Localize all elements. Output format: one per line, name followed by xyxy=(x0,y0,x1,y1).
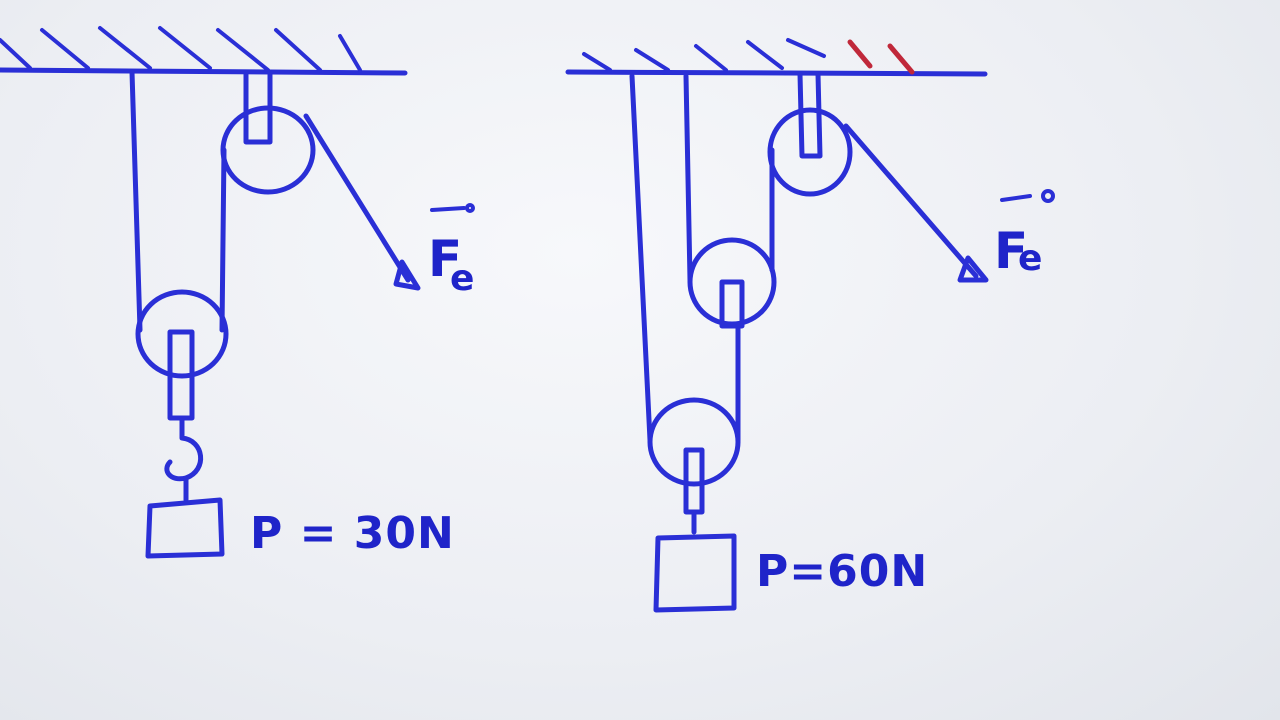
right-rope-pull xyxy=(843,123,979,279)
right-rope-anchor xyxy=(629,73,653,443)
right-force-arrowhead xyxy=(957,255,989,283)
left-vector-dot xyxy=(465,203,475,213)
right-weight-label: P=60N xyxy=(756,546,928,597)
right-lower-pulley-strap xyxy=(683,447,705,515)
right-upper-pulley-strap xyxy=(719,279,745,329)
left-force-label: F e xyxy=(428,203,475,299)
left-pulley-system: P = 30N F e xyxy=(0,26,475,559)
left-force-subscript: e xyxy=(450,258,474,299)
right-fixed-pulley xyxy=(767,107,853,197)
left-force-symbol: F xyxy=(428,230,462,288)
right-rope-upper-left xyxy=(683,73,693,283)
right-ceiling-line xyxy=(565,69,988,77)
left-ceiling-line xyxy=(0,67,408,76)
left-weight-block xyxy=(145,497,225,559)
left-force-arrowhead xyxy=(393,259,421,291)
left-hook xyxy=(164,417,204,482)
right-weight-block xyxy=(653,533,737,613)
right-ceiling-red-marks xyxy=(847,39,915,75)
left-moving-pulley-strap xyxy=(167,329,195,421)
left-moving-pulley xyxy=(135,289,229,379)
left-rope-pull xyxy=(303,113,411,283)
right-fixed-pulley-mount xyxy=(797,71,823,159)
right-force-label: F e xyxy=(994,189,1055,280)
right-vector-dot xyxy=(1041,189,1055,203)
right-ceiling-hatching xyxy=(582,38,826,72)
right-force-subscript: e xyxy=(1018,238,1042,279)
left-rope-middle xyxy=(219,147,227,333)
right-pulley-system: P=60N F e xyxy=(565,38,1055,613)
left-vector-bar xyxy=(430,206,466,212)
right-force-symbol: F xyxy=(994,222,1028,280)
right-vector-bar xyxy=(1000,194,1032,202)
left-rope-anchor xyxy=(129,69,143,333)
right-lower-moving-pulley xyxy=(647,397,741,487)
left-ceiling-hatching xyxy=(0,26,362,72)
left-weight-label: P = 30N xyxy=(250,508,455,559)
